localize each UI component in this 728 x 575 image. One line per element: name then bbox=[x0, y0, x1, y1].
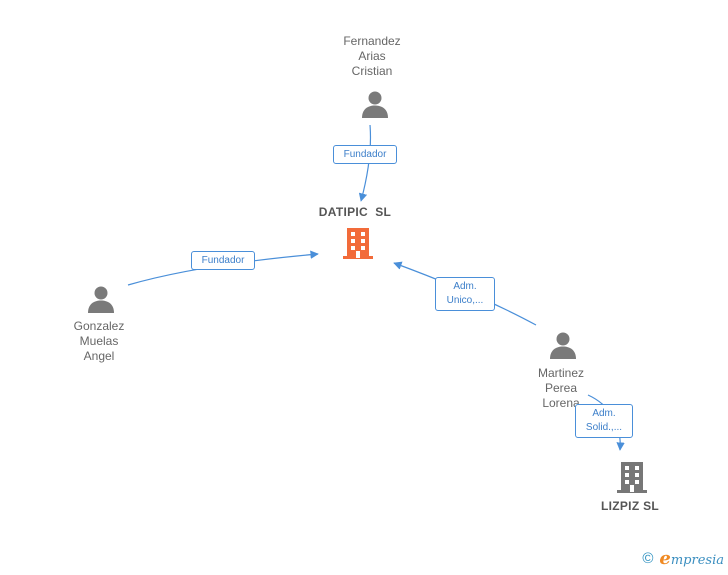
person-name-gonzalez[interactable]: Gonzalez Muelas Angel bbox=[73, 319, 125, 363]
edge-label-martinez-adm-solid[interactable]: Adm. Solid.,... bbox=[575, 404, 633, 438]
person-name-martinez[interactable]: Martinez Perea Lorena bbox=[537, 366, 584, 410]
company-name-datipic[interactable]: DATIPIC SL bbox=[318, 205, 392, 219]
empresia-logo: empresia bbox=[659, 548, 724, 569]
building-icon[interactable] bbox=[616, 460, 648, 494]
edge-label-martinez-adm-unico[interactable]: Adm. Unico,... bbox=[435, 277, 495, 311]
person-icon[interactable] bbox=[548, 330, 578, 360]
building-icon[interactable] bbox=[342, 226, 374, 260]
person-name-fernandez[interactable]: Fernandez Arias Cristian bbox=[343, 34, 401, 78]
company-name-lizpiz[interactable]: LIZPIZ SL bbox=[600, 499, 660, 513]
person-icon[interactable] bbox=[360, 89, 390, 119]
edge-label-fernandez-fundador[interactable]: Fundador bbox=[333, 145, 397, 164]
edge-label-gonzalez-fundador[interactable]: Fundador bbox=[191, 251, 255, 270]
person-icon[interactable] bbox=[86, 284, 116, 314]
copyright-symbol: © bbox=[642, 549, 654, 567]
brand-footer: © empresia bbox=[642, 548, 724, 569]
